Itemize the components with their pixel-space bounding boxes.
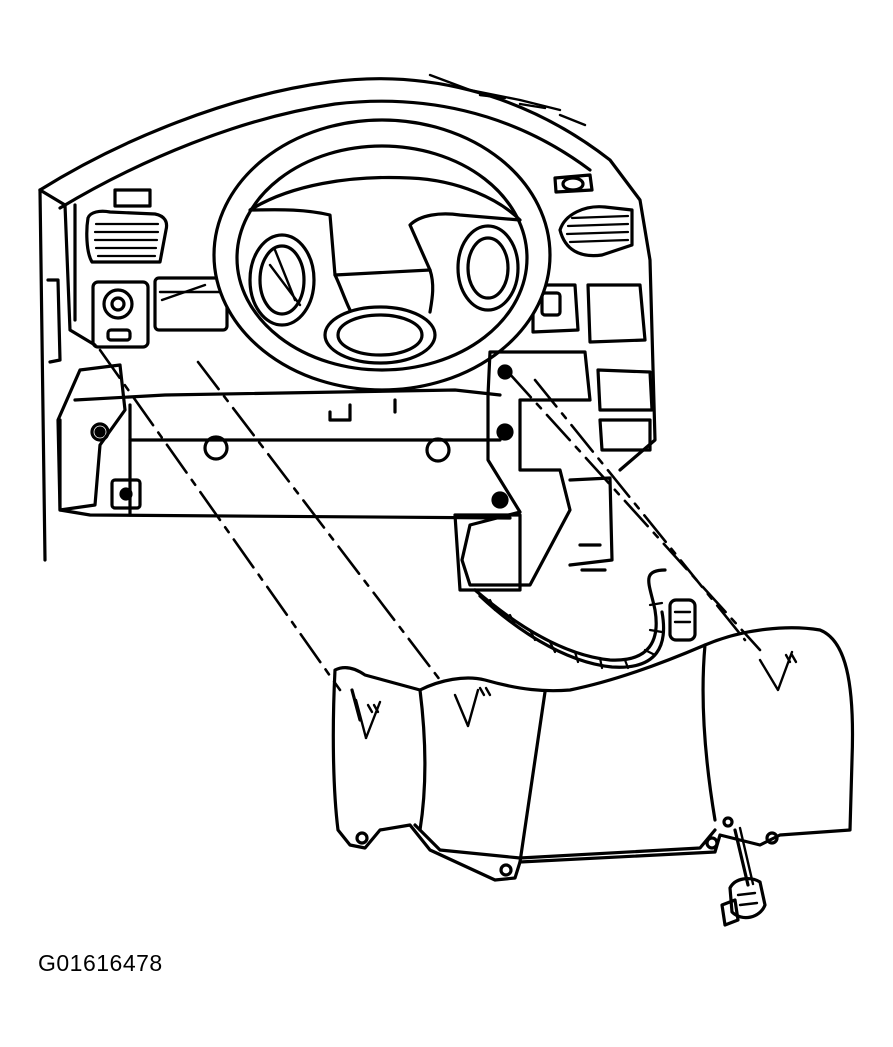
- steering-wheel: [212, 118, 552, 392]
- right-bracket: [453, 350, 614, 592]
- right-air-vent: [553, 173, 634, 258]
- right-switch-cluster: [531, 283, 654, 452]
- left-bracket: [56, 363, 142, 512]
- alignment-lines: [98, 348, 762, 692]
- knee-bolster-panel: [331, 626, 855, 882]
- headlamp-switch: [91, 280, 150, 349]
- wiring-harness: [473, 568, 697, 670]
- center-gauge: [153, 276, 229, 332]
- bolt-fastener: [720, 826, 767, 927]
- left-air-vent: [85, 188, 169, 264]
- figure-id-label: G01616478: [38, 950, 163, 976]
